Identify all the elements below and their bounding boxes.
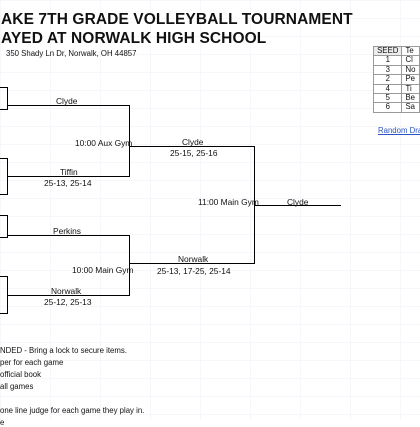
seed-row: 1 Cl [372,55,420,66]
final-location: 11:00 Main Gym [198,197,259,207]
venue-address: 350 Shady Ln Dr, Norwalk, OH 44857 [6,49,137,58]
bracket-line [129,146,254,147]
bracket-line [0,87,8,88]
bracket-line [129,263,254,264]
r1-top-winner: Clyde [56,96,78,106]
note-line: one line judge for each game they play i… [0,406,145,415]
bracket-line [129,105,130,177]
seed-team: Sa [401,102,420,113]
r1-bottom-loser: Norwalk [51,286,82,296]
semi-top-score: 25-15, 25-16 [170,148,218,158]
r1-bottom-winner: Perkins [53,226,81,236]
bracket-line [7,215,8,238]
r1-bottom-location: 10:00 Main Gym [72,265,134,275]
bracket-line [0,237,8,238]
bracket-line [0,109,8,110]
note-line: e [0,418,5,427]
note-line: official book [0,370,42,379]
bracket-line [7,235,129,236]
seed-table: SEED Te 1 Cl 3 No 2 Pe 4 Ti 5 Be 6 Sa [372,45,420,113]
page-title-line1: AKE 7TH GRADE VOLLEYBALL TOURNAMENT [1,11,353,28]
bracket-line [7,176,129,177]
note-line: per for each game [0,358,64,367]
seed-row: 6 Sa [372,102,420,113]
bracket-line [129,235,130,296]
seed-number: 1 [372,55,403,66]
semi-bottom-team: Norwalk [178,254,209,264]
semi-top-team: Clyde [182,137,204,147]
seed-team: Cl [401,55,420,66]
page-title-line2: AYED AT NORWALK HIGH SCHOOL [1,30,267,47]
r1-top-loser: Tiffin [60,167,78,177]
r1-top-score: 25-13, 25-14 [44,178,92,188]
champion-team: Clyde [287,197,309,207]
note-line: NDED - Bring a lock to secure items. [0,346,127,355]
r1-top-location: 10:00 Aux Gym [75,138,133,148]
bracket-line [0,194,8,195]
bracket-line [0,313,8,314]
note-line: all games [0,382,34,391]
r1-bottom-score: 25-12, 25-13 [44,297,92,307]
bracket-line [0,276,8,277]
bracket-line [7,87,8,110]
bracket-line [0,215,8,216]
seed-number: 6 [372,102,403,113]
bracket-line [7,295,129,296]
semi-bottom-score: 25-13, 17-25, 25-14 [157,266,231,276]
random-draw-link[interactable]: Random Dra [378,126,420,135]
seed-row: 2 Pe [372,74,420,85]
bracket-line [7,105,129,106]
seed-team: Pe [401,74,420,85]
bracket-line [254,205,341,206]
bracket-line [0,158,8,159]
seed-number: 2 [372,74,403,85]
